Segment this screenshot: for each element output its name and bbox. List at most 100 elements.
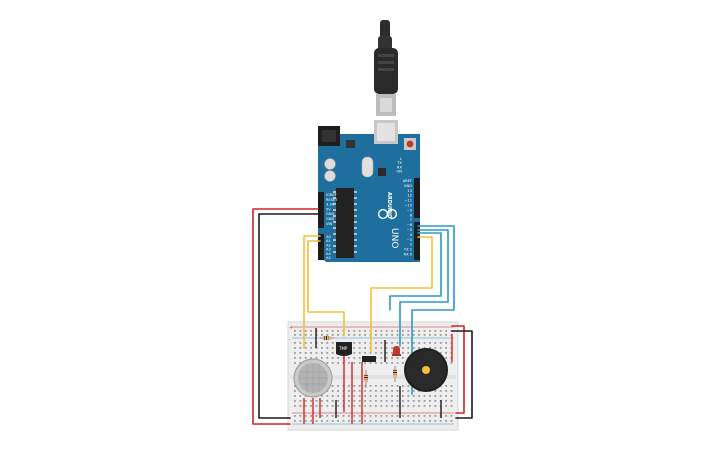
breadboard-hole[interactable]: [310, 330, 312, 332]
breadboard-hole[interactable]: [380, 334, 383, 336]
breadboard-hole[interactable]: [402, 405, 404, 407]
breadboard-hole[interactable]: [337, 390, 339, 392]
breadboard-hole[interactable]: [326, 415, 329, 417]
breadboard-hole[interactable]: [375, 334, 377, 336]
breadboard-hole[interactable]: [385, 342, 388, 344]
breadboard-hole[interactable]: [294, 395, 296, 397]
breadboard-hole[interactable]: [315, 352, 318, 354]
breadboard-hole[interactable]: [391, 352, 393, 354]
breadboard-hole[interactable]: [445, 415, 447, 417]
analog-header[interactable]: [318, 234, 324, 260]
breadboard-hole[interactable]: [439, 347, 442, 349]
breadboard-hole[interactable]: [418, 415, 420, 417]
breadboard-hole[interactable]: [299, 352, 302, 354]
breadboard-hole[interactable]: [391, 390, 393, 392]
breadboard-hole[interactable]: [402, 395, 404, 397]
breadboard-hole[interactable]: [407, 347, 410, 349]
breadboard-hole[interactable]: [450, 362, 453, 364]
power-header[interactable]: [318, 192, 324, 228]
breadboard-hole[interactable]: [445, 390, 447, 392]
breadboard-hole[interactable]: [375, 405, 377, 407]
breadboard-hole[interactable]: [299, 347, 302, 349]
breadboard-hole[interactable]: [294, 415, 296, 417]
gas-sensor[interactable]: [293, 358, 333, 398]
breadboard-hole[interactable]: [418, 395, 420, 397]
breadboard-hole[interactable]: [412, 390, 415, 392]
breadboard-hole[interactable]: [358, 405, 361, 407]
resistor-3[interactable]: [364, 370, 368, 388]
breadboard-hole[interactable]: [439, 330, 442, 332]
breadboard-hole[interactable]: [321, 405, 323, 407]
breadboard-hole[interactable]: [310, 415, 312, 417]
breadboard-hole[interactable]: [353, 334, 356, 336]
breadboard-hole[interactable]: [348, 420, 350, 422]
breadboard-hole[interactable]: [423, 334, 426, 336]
breadboard-hole[interactable]: [402, 347, 404, 349]
breadboard-hole[interactable]: [423, 330, 426, 332]
breadboard-hole[interactable]: [380, 347, 383, 349]
breadboard-hole[interactable]: [445, 385, 447, 387]
breadboard-hole[interactable]: [418, 342, 420, 344]
breadboard-hole[interactable]: [407, 330, 410, 332]
breadboard-hole[interactable]: [353, 357, 356, 359]
breadboard-hole[interactable]: [310, 357, 312, 359]
breadboard-hole[interactable]: [310, 342, 312, 344]
breadboard-hole[interactable]: [326, 347, 329, 349]
breadboard-hole[interactable]: [353, 390, 356, 392]
breadboard-hole[interactable]: [315, 405, 318, 407]
breadboard-hole[interactable]: [299, 362, 302, 364]
breadboard-hole[interactable]: [380, 342, 383, 344]
breadboard-hole[interactable]: [321, 395, 323, 397]
breadboard-hole[interactable]: [364, 395, 366, 397]
breadboard-hole[interactable]: [407, 390, 410, 392]
breadboard-hole[interactable]: [299, 342, 302, 344]
breadboard-hole[interactable]: [402, 420, 404, 422]
breadboard-hole[interactable]: [321, 415, 323, 417]
breadboard-hole[interactable]: [364, 390, 366, 392]
breadboard-hole[interactable]: [331, 395, 334, 397]
breadboard-hole[interactable]: [380, 330, 383, 332]
breadboard-hole[interactable]: [304, 334, 307, 336]
breadboard-hole[interactable]: [353, 395, 356, 397]
breadboard-hole[interactable]: [358, 385, 361, 387]
breadboard-hole[interactable]: [380, 385, 383, 387]
breadboard-hole[interactable]: [331, 415, 334, 417]
breadboard-hole[interactable]: [391, 415, 393, 417]
breadboard-hole[interactable]: [429, 405, 431, 407]
breadboard-hole[interactable]: [423, 415, 426, 417]
breadboard-hole[interactable]: [310, 347, 312, 349]
breadboard-hole[interactable]: [429, 400, 431, 402]
breadboard-hole[interactable]: [353, 342, 356, 344]
breadboard-hole[interactable]: [364, 385, 366, 387]
breadboard-hole[interactable]: [412, 420, 415, 422]
breadboard-hole[interactable]: [407, 385, 410, 387]
breadboard-hole[interactable]: [342, 420, 345, 422]
breadboard-hole[interactable]: [348, 385, 350, 387]
breadboard-hole[interactable]: [331, 330, 334, 332]
breadboard-hole[interactable]: [402, 362, 404, 364]
breadboard-hole[interactable]: [358, 390, 361, 392]
breadboard-hole[interactable]: [369, 362, 372, 364]
breadboard-hole[interactable]: [445, 334, 447, 336]
breadboard-hole[interactable]: [434, 415, 437, 417]
breadboard-hole[interactable]: [331, 347, 334, 349]
breadboard-hole[interactable]: [396, 362, 399, 364]
breadboard-hole[interactable]: [321, 342, 323, 344]
breadboard-hole[interactable]: [310, 352, 312, 354]
breadboard-hole[interactable]: [429, 347, 431, 349]
breadboard-hole[interactable]: [418, 400, 420, 402]
breadboard-hole[interactable]: [380, 352, 383, 354]
breadboard-hole[interactable]: [375, 362, 377, 364]
breadboard-hole[interactable]: [321, 347, 323, 349]
resistor-4[interactable]: [393, 366, 397, 382]
breadboard-hole[interactable]: [331, 362, 334, 364]
breadboard-hole[interactable]: [375, 420, 377, 422]
breadboard-hole[interactable]: [396, 334, 399, 336]
breadboard-hole[interactable]: [294, 334, 296, 336]
breadboard-hole[interactable]: [304, 352, 307, 354]
breadboard-hole[interactable]: [304, 400, 307, 402]
breadboard-hole[interactable]: [407, 342, 410, 344]
breadboard-hole[interactable]: [375, 342, 377, 344]
breadboard-hole[interactable]: [402, 352, 404, 354]
breadboard-hole[interactable]: [348, 357, 350, 359]
